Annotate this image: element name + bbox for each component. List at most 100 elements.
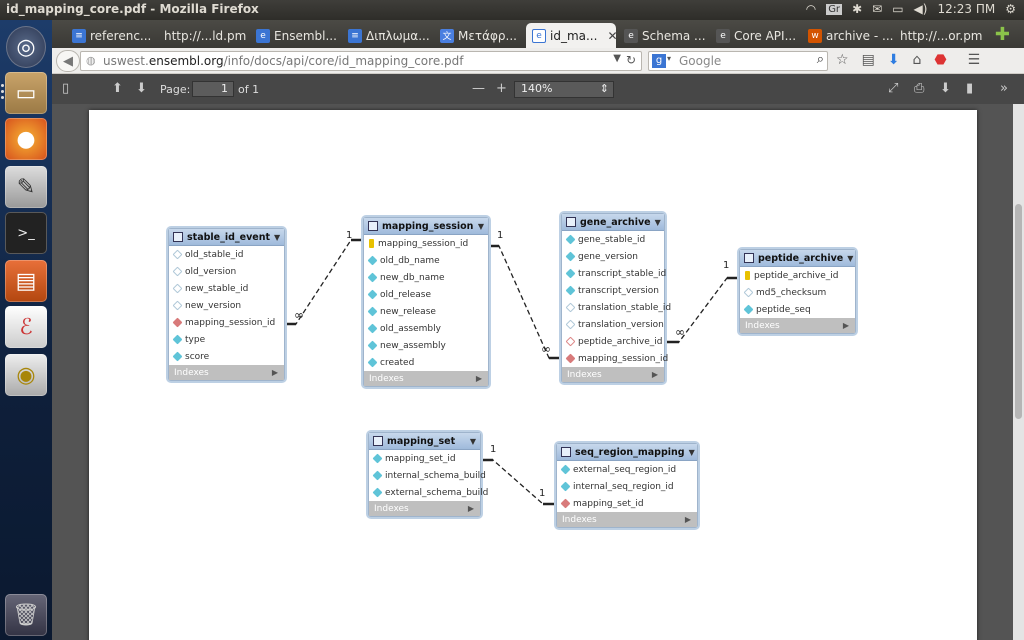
column-icon	[743, 304, 754, 315]
sidebar-toggle-icon[interactable]: ▯	[62, 81, 70, 96]
column-name: transcript_version	[578, 285, 659, 296]
pdf-viewer[interactable]: 1 ∞ 1 ∞ 1 ∞ 1 1 stable_id_event▼old_stab…	[52, 104, 1013, 640]
zoom-in-icon[interactable]: +	[496, 81, 507, 96]
back-button[interactable]: ◀	[56, 50, 80, 72]
menu-icon[interactable]: ☰	[967, 52, 981, 68]
browser-tab[interactable]: e Schema ...	[618, 23, 710, 48]
indexes-label: Indexes	[369, 373, 404, 384]
firefox-icon[interactable]: ●	[5, 118, 47, 160]
adblock-icon[interactable]: ⬣	[934, 52, 947, 68]
next-page-icon[interactable]: ⬇	[136, 81, 147, 96]
pdf-viewer-icon[interactable]: ℰ	[5, 306, 47, 348]
fullscreen-icon[interactable]: ⤢	[888, 81, 899, 96]
files-icon[interactable]: ▭	[5, 72, 47, 114]
close-tab-icon[interactable]: ✕	[607, 28, 616, 43]
music-player-icon[interactable]: ◉	[5, 354, 47, 396]
search-box[interactable]: g ▾ Google ⌕	[648, 51, 828, 71]
tools-chevron-icon[interactable]: »	[1000, 81, 1008, 96]
column-name: old_assembly	[380, 323, 441, 334]
home-icon[interactable]: ⌂	[912, 52, 922, 68]
doc-icon: ≡	[72, 28, 86, 43]
entity-header: mapping_session▼	[364, 218, 488, 235]
browser-tab[interactable]: 文 Μετάφρ...	[434, 23, 526, 48]
entity-column: mapping_session_id	[169, 314, 284, 331]
entity-header: stable_id_event▼	[169, 229, 284, 246]
vertical-scrollbar[interactable]	[1013, 104, 1024, 640]
zoom-select[interactable]: 140%⇕	[514, 81, 614, 98]
wiki-icon: w	[808, 28, 822, 43]
browser-tab[interactable]: w archive - ...	[802, 23, 894, 48]
new-tab-icon[interactable]: ✚	[994, 24, 1010, 45]
zoom-out-icon[interactable]: —	[472, 81, 485, 96]
ubuntu-dash-icon[interactable]: ◎	[6, 26, 46, 68]
search-icon[interactable]: ⌕	[816, 52, 824, 67]
browser-tab[interactable]: e Ensembl...	[250, 23, 344, 48]
browser-tab[interactable]: http://...or.pm	[894, 23, 986, 48]
entity-title: gene_archive	[580, 216, 651, 228]
cardinality-label: 1	[346, 230, 353, 241]
indexes-label: Indexes	[745, 320, 780, 331]
keyboard-layout-indicator[interactable]: Gr	[826, 3, 843, 15]
launcher-pip	[1, 90, 4, 93]
column-name: mapping_session_id	[378, 238, 469, 249]
cardinality-label: 1	[497, 230, 504, 241]
entity-column: mapping_session_id	[562, 350, 668, 367]
browser-tab[interactable]: ≡ Διπλωμα...	[342, 23, 436, 48]
entity-title: stable_id_event	[187, 231, 271, 243]
browser-tab-active[interactable]: e id_ma... ✕	[526, 23, 616, 48]
browser-tab[interactable]: ≡ referenc...	[66, 23, 160, 48]
scrollbar-thumb[interactable]	[1015, 204, 1022, 419]
previous-page-icon[interactable]: ⬆	[112, 81, 123, 96]
entity-indexes-footer: Indexes▶	[369, 501, 480, 516]
entity-column: new_stable_id	[169, 280, 284, 297]
foreign-key-icon	[565, 336, 576, 347]
collapse-arrow-icon: ▼	[469, 436, 476, 446]
download-pdf-icon[interactable]: ⬇	[940, 81, 951, 96]
trash-icon[interactable]: 🗑	[5, 594, 47, 636]
translate-icon: 文	[440, 28, 454, 43]
volume-icon[interactable]: ◀)	[913, 2, 928, 16]
cardinality-label: ∞	[675, 325, 685, 339]
entity-header: mapping_set▼	[369, 433, 480, 450]
mail-icon[interactable]: ✉	[872, 2, 883, 16]
table-icon	[368, 221, 378, 231]
column-name: peptide_archive_id	[578, 336, 663, 347]
column-name: created	[380, 357, 415, 368]
url-dropdown-icon[interactable]: ▼	[613, 53, 621, 64]
column-name: old_stable_id	[185, 249, 244, 260]
tab-label: id_ma...	[550, 28, 598, 43]
browser-tab[interactable]: http://...ld.pm	[158, 23, 252, 48]
impress-icon[interactable]: ▤	[5, 260, 47, 302]
search-placeholder: Google	[679, 54, 722, 68]
print-icon[interactable]: ⎙	[914, 81, 925, 96]
wifi-icon[interactable]: ◠	[805, 2, 817, 16]
tab-label: Core API...	[734, 28, 797, 43]
download-icon[interactable]: ⬇	[887, 52, 900, 68]
bookmark-icon[interactable]: ▮	[966, 81, 974, 96]
reload-icon[interactable]: ↻	[625, 53, 636, 67]
navigation-bar: ◀ ◍ uswest.ensembl.org/info/docs/api/cor…	[52, 48, 1024, 74]
power-icon[interactable]: ⚙	[1005, 2, 1016, 16]
search-engine-dropdown-icon[interactable]: ▾	[667, 54, 672, 63]
browser-tab[interactable]: e Core API...	[710, 23, 802, 48]
page-number-input[interactable]: 1	[192, 81, 234, 97]
relationship-lines	[285, 238, 737, 506]
entity-column: old_stable_id	[169, 246, 284, 263]
pdf-toolbar: ▯ ⬆ ⬇ Page: 1 of 1 — + 140%⇕ ⤢ ⎙ ⬇ ▮ »	[52, 74, 1024, 104]
terminal-icon[interactable]: >_	[5, 212, 47, 254]
tab-label: archive - ...	[826, 28, 894, 43]
reader-icon[interactable]: ▤	[861, 52, 875, 68]
bookmark-star-icon[interactable]: ☆	[836, 52, 849, 68]
tab-label: Ensembl...	[274, 28, 337, 43]
column-name: mapping_session_id	[185, 317, 276, 328]
bluetooth-icon[interactable]: ✱	[852, 2, 863, 16]
entity-column: score	[169, 348, 284, 365]
table-icon	[373, 436, 383, 446]
text-editor-icon[interactable]: ✎	[5, 166, 47, 208]
url-bar[interactable]: ◍ uswest.ensembl.org/info/docs/api/core/…	[80, 51, 642, 71]
battery-icon[interactable]: ▭	[892, 2, 904, 16]
entity-column: internal_schema_build	[369, 467, 486, 484]
clock[interactable]: 12:23 ΠΜ	[937, 2, 996, 16]
